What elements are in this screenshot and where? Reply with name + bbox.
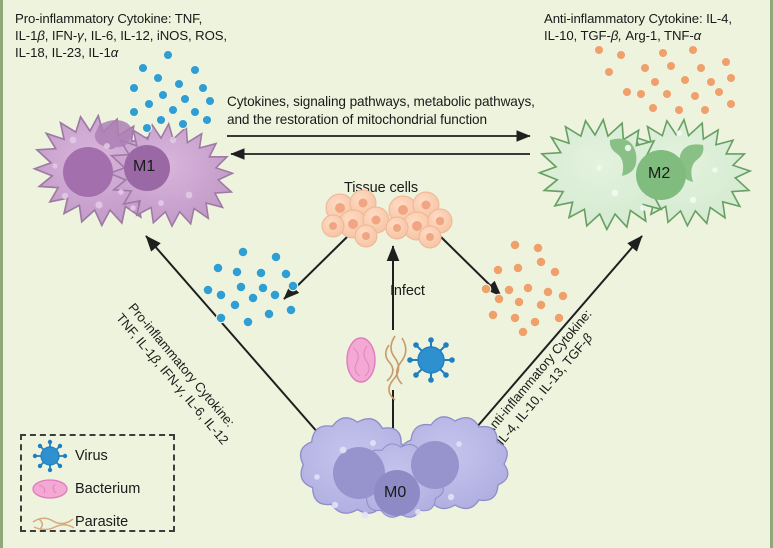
pro-inflammatory-top-label: Pro-inflammatory Cytokine: TNF,IL-1β, IF… [15,11,227,60]
m1-cell-label: M1 [133,158,156,175]
m2-cell-label: M2 [648,165,671,182]
anti-cytokine-dots-top [593,44,737,116]
pro-inflammatory-diagonal-label: Pro-inflammatory Cytokine:TNF, IL-1β, IF… [113,300,238,448]
pro-cytokine-dots-middle [202,246,299,328]
legend-item-parasite: Parasite [13,509,153,539]
pro-cytokine-dots-top [128,49,216,134]
legend-item-bacterium: Bacterium [13,476,153,506]
pathogen-group [346,335,455,401]
parasite-icon [384,335,407,401]
legend-box [20,434,175,532]
m0-cell-label: M0 [384,484,407,501]
anti-cytokine-dots-middle [480,239,569,338]
legend-item-virus: Virus [13,443,153,473]
tissue-to-m2-arrow [440,236,502,297]
anti-inflammatory-diagonal-label: Anti-inflammatory Cytokine:IL-4, IL-10, … [481,306,596,448]
legend-label-bacterium: Bacterium [75,481,141,497]
m0-to-m1-arrow [145,235,334,451]
virus-icon [407,337,455,383]
m0-to-m2-arrow [456,235,643,451]
tissue-to-m1-arrow [283,236,348,300]
center-top-label: Cytokines, signaling pathways, metabolic… [227,94,535,127]
tissue-cells-label: Tissue cells [344,180,419,196]
tissue-cells-cluster [321,189,453,249]
m0-macrophage-cell [299,416,509,519]
legend-label-virus: Virus [75,448,108,464]
infect-label: Infect [390,283,425,299]
bacterium-icon [346,337,376,383]
anti-inflammatory-top-label: Anti-inflammatory Cytokine: IL-4,IL-10, … [544,11,732,43]
m2-macrophage-cell [537,117,753,232]
legend-label-parasite: Parasite [75,514,129,530]
